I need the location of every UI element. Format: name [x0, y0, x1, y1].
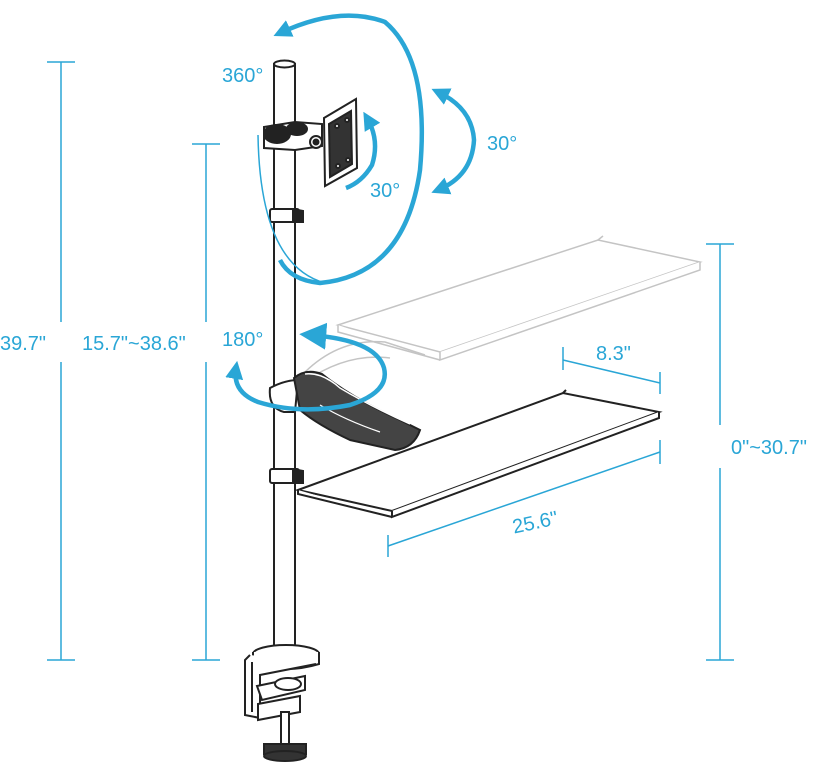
dimension-tray-width: [387, 440, 661, 557]
label-total-height: 39.7": [0, 333, 46, 355]
label-tray-width: 25.6": [510, 507, 560, 538]
pole-collars: [269, 208, 304, 484]
dimension-total-height: [47, 61, 75, 661]
label-tray-depth: 8.3": [596, 343, 631, 365]
dimension-tray-depth: [562, 347, 661, 394]
raised-keyboard-tray-ghost: [335, 235, 703, 362]
monitor-mount-head: [263, 97, 359, 188]
tilt-30-arc-right: [431, 88, 477, 195]
label-tilt-down: 30°: [370, 180, 400, 202]
dimension-tray-height: [706, 243, 734, 661]
keyboard-tray: [294, 389, 663, 519]
tilt-30-arc-left: [345, 111, 381, 191]
rotation-360-arc: [257, 13, 425, 286]
label-monitor-height-range: 15.7"~38.6": [82, 333, 186, 355]
dimension-monitor-height: [192, 143, 220, 661]
swivel-180-arc: [225, 322, 388, 412]
desk-clamp: [244, 644, 320, 762]
label-tilt-up: 30°: [487, 133, 517, 155]
label-tray-height-range: 0"~30.7": [731, 437, 807, 459]
label-arm-swivel: 180°: [222, 329, 263, 351]
label-monitor-rotation: 360°: [222, 65, 263, 87]
